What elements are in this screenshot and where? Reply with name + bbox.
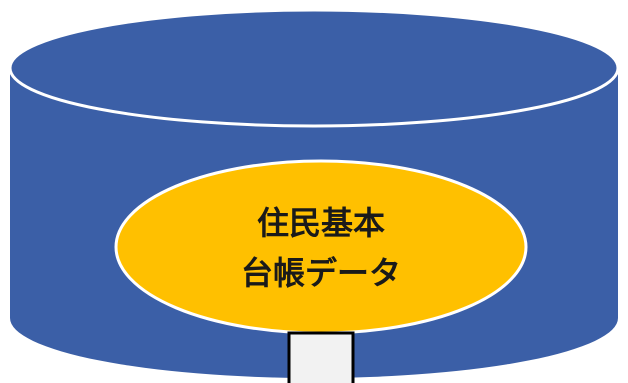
connector-stub [287,331,355,383]
data-label-line-1: 住民基本 [257,204,385,242]
data-label-ellipse [114,159,528,335]
data-label-line-2: 台帳データ [241,254,401,292]
database-cylinder-top [8,8,620,128]
